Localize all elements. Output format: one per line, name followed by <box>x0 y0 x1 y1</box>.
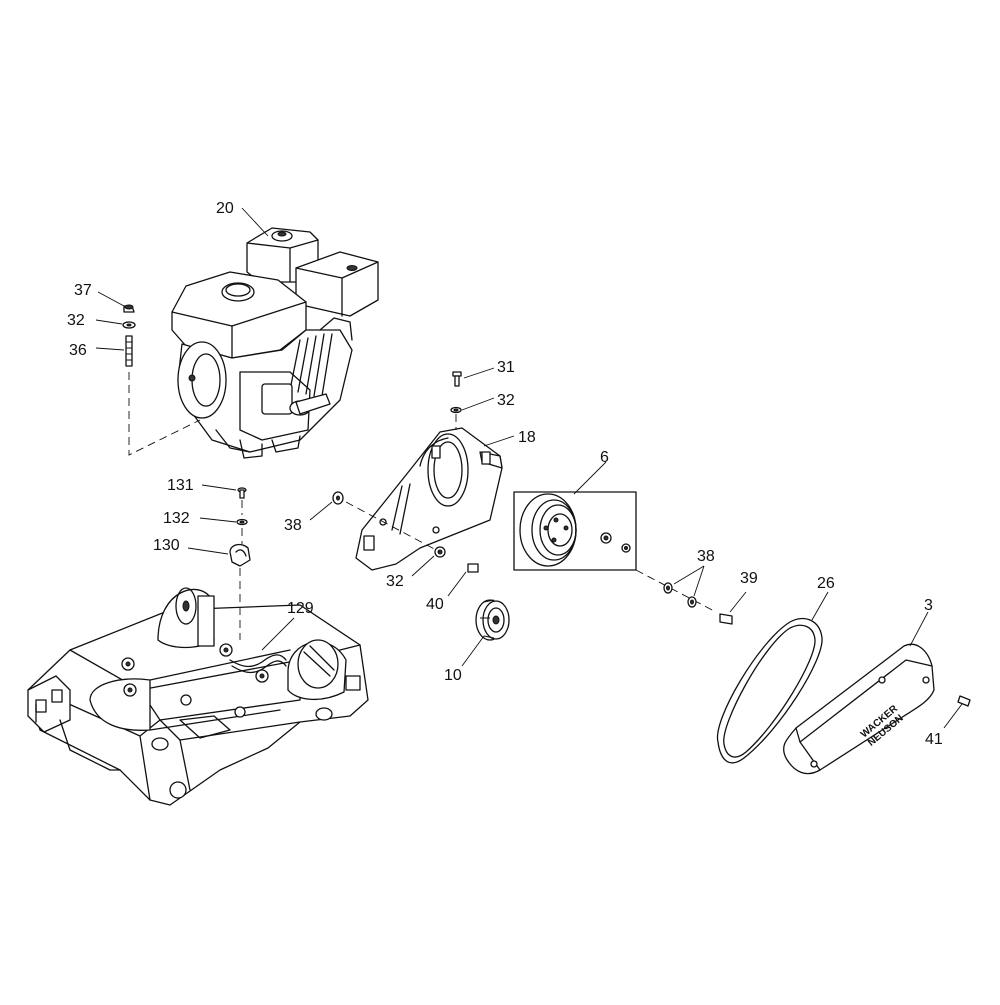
callout-131: 131 <box>167 477 194 494</box>
clamp-130[interactable] <box>229 543 251 567</box>
pulley-assembly-part-6[interactable] <box>513 491 637 571</box>
callout-41: 41 <box>925 731 943 748</box>
v-belt-part-26[interactable] <box>716 617 823 764</box>
callout-10: 10 <box>444 667 462 684</box>
washer-32b[interactable] <box>450 406 462 414</box>
pulley-dashed-line <box>635 569 717 613</box>
washer-38b[interactable] <box>663 582 697 608</box>
callout-31: 31 <box>497 359 515 376</box>
bracket-part-18[interactable] <box>355 427 503 571</box>
callout-39: 39 <box>740 570 758 587</box>
engine-part-20[interactable] <box>171 227 379 459</box>
stud-36[interactable] <box>125 335 133 367</box>
nut-37[interactable] <box>123 304 135 313</box>
screw-39[interactable] <box>719 613 733 625</box>
callout-38: 38 <box>697 548 715 565</box>
screw-40[interactable] <box>467 563 479 573</box>
washer-132[interactable] <box>236 518 248 526</box>
callout-6: 6 <box>600 449 609 466</box>
callout-129: 129 <box>287 600 314 617</box>
screw-41[interactable] <box>957 695 971 707</box>
callout-132: 132 <box>163 510 190 527</box>
callout-36: 36 <box>69 342 87 359</box>
callout-26: 26 <box>817 575 835 592</box>
callout-38: 38 <box>284 517 302 534</box>
callout-32: 32 <box>386 573 404 590</box>
washer-38a[interactable] <box>332 491 344 505</box>
callout-labels: 20 37 32 36 31 32 18 6 131 132 130 38 32… <box>67 200 943 748</box>
base-plate-part-129[interactable] <box>27 587 369 806</box>
bolt-131[interactable] <box>237 487 247 499</box>
callout-37: 37 <box>74 282 92 299</box>
callout-40: 40 <box>426 596 444 613</box>
callout-32: 32 <box>67 312 85 329</box>
belt-guard-part-3[interactable]: WACKER NEUSON <box>782 643 935 775</box>
pulley-part-10[interactable] <box>475 599 510 641</box>
callout-130: 130 <box>153 537 180 554</box>
mount-dashed-line <box>128 372 201 456</box>
screw-31[interactable] <box>452 371 462 387</box>
washer-32a[interactable] <box>122 321 136 329</box>
callout-20: 20 <box>216 200 234 217</box>
leader-lines <box>95 207 963 729</box>
callout-3: 3 <box>924 597 933 614</box>
callout-18: 18 <box>518 429 536 446</box>
clamp-dashed-line <box>239 500 243 640</box>
callout-32: 32 <box>497 392 515 409</box>
bracket-dashed-line-a <box>345 501 441 553</box>
